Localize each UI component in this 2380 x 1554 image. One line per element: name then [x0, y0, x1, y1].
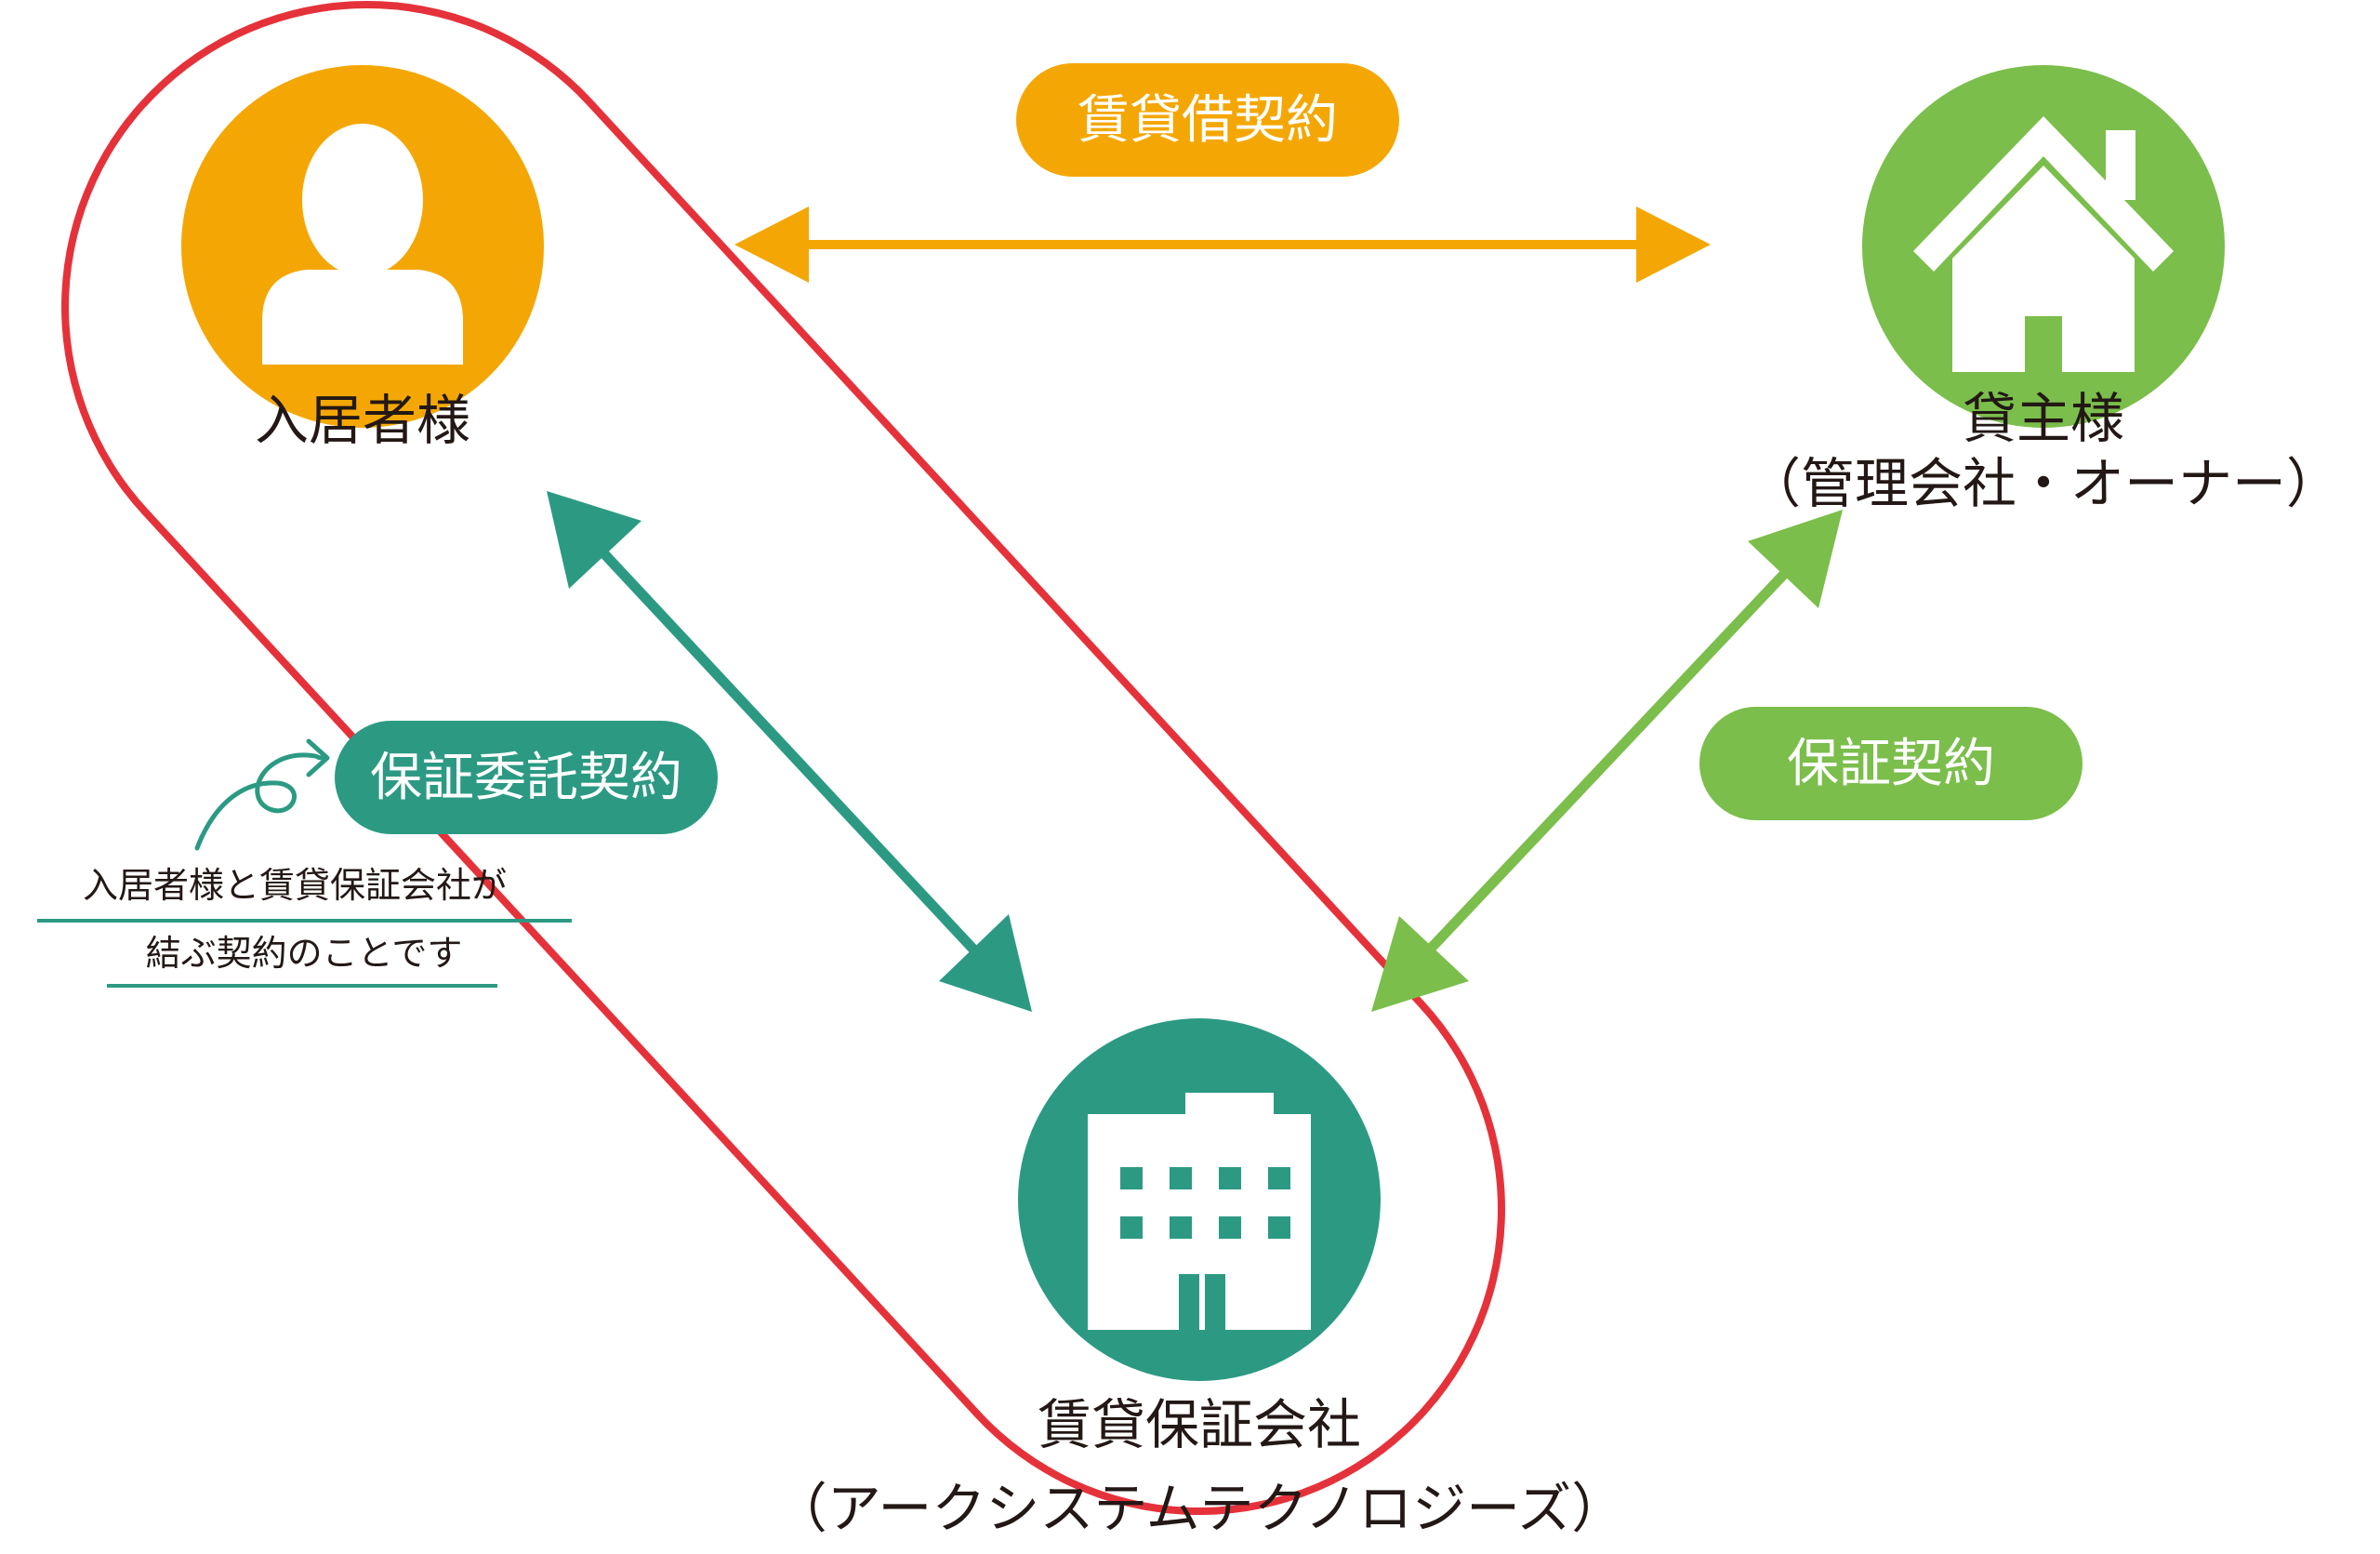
- lease-pill: 賃貸借契約: [1016, 63, 1399, 177]
- landlord-label-line2: （管理会社・オーナー）: [1747, 452, 2340, 515]
- highlight-capsule-inner: [69, 8, 1498, 1508]
- tenant-node: 入居者様: [181, 65, 544, 452]
- lease-arrow: [734, 206, 1711, 283]
- guarantee-entrust-arrow: [547, 491, 1032, 1012]
- guarantee-pill: 保証契約: [1699, 707, 2082, 820]
- guarantor-label-line1: 賃貸保証会社: [1038, 1393, 1361, 1456]
- guarantee-entrust-pill-label: 保証委託契約: [370, 748, 682, 808]
- house-icon: [1913, 116, 2174, 372]
- lease-pill-label: 賃貸借契約: [1078, 90, 1338, 151]
- note-line2: 結ぶ契約のことです: [146, 933, 463, 974]
- guarantee-arrow: [1371, 510, 1843, 1012]
- office-building-icon: [1088, 1093, 1311, 1330]
- landlord-node: 貸主様 （管理会社・オーナー）: [1747, 65, 2340, 515]
- guarantor-label-line2: （アークシステムテクノロジーズ）: [774, 1477, 1625, 1540]
- annotation-note: 入居者様と賃貸保証会社が 結ぶ契約のことです: [37, 865, 572, 988]
- tenant-label: 入居者様: [255, 389, 470, 452]
- landlord-label-line1: 貸主様: [1963, 387, 2124, 450]
- guarantee-pill-label: 保証契約: [1787, 734, 1995, 794]
- guarantor-node: 賃貸保証会社 （アークシステムテクノロジーズ）: [774, 1018, 1625, 1540]
- guarantee-entrust-pill: 保証委託契約: [335, 721, 718, 834]
- note-pointer-arrow: [194, 738, 330, 851]
- person-icon: [262, 124, 463, 365]
- note-line1: 入居者様と賃貸保証会社が: [83, 865, 507, 906]
